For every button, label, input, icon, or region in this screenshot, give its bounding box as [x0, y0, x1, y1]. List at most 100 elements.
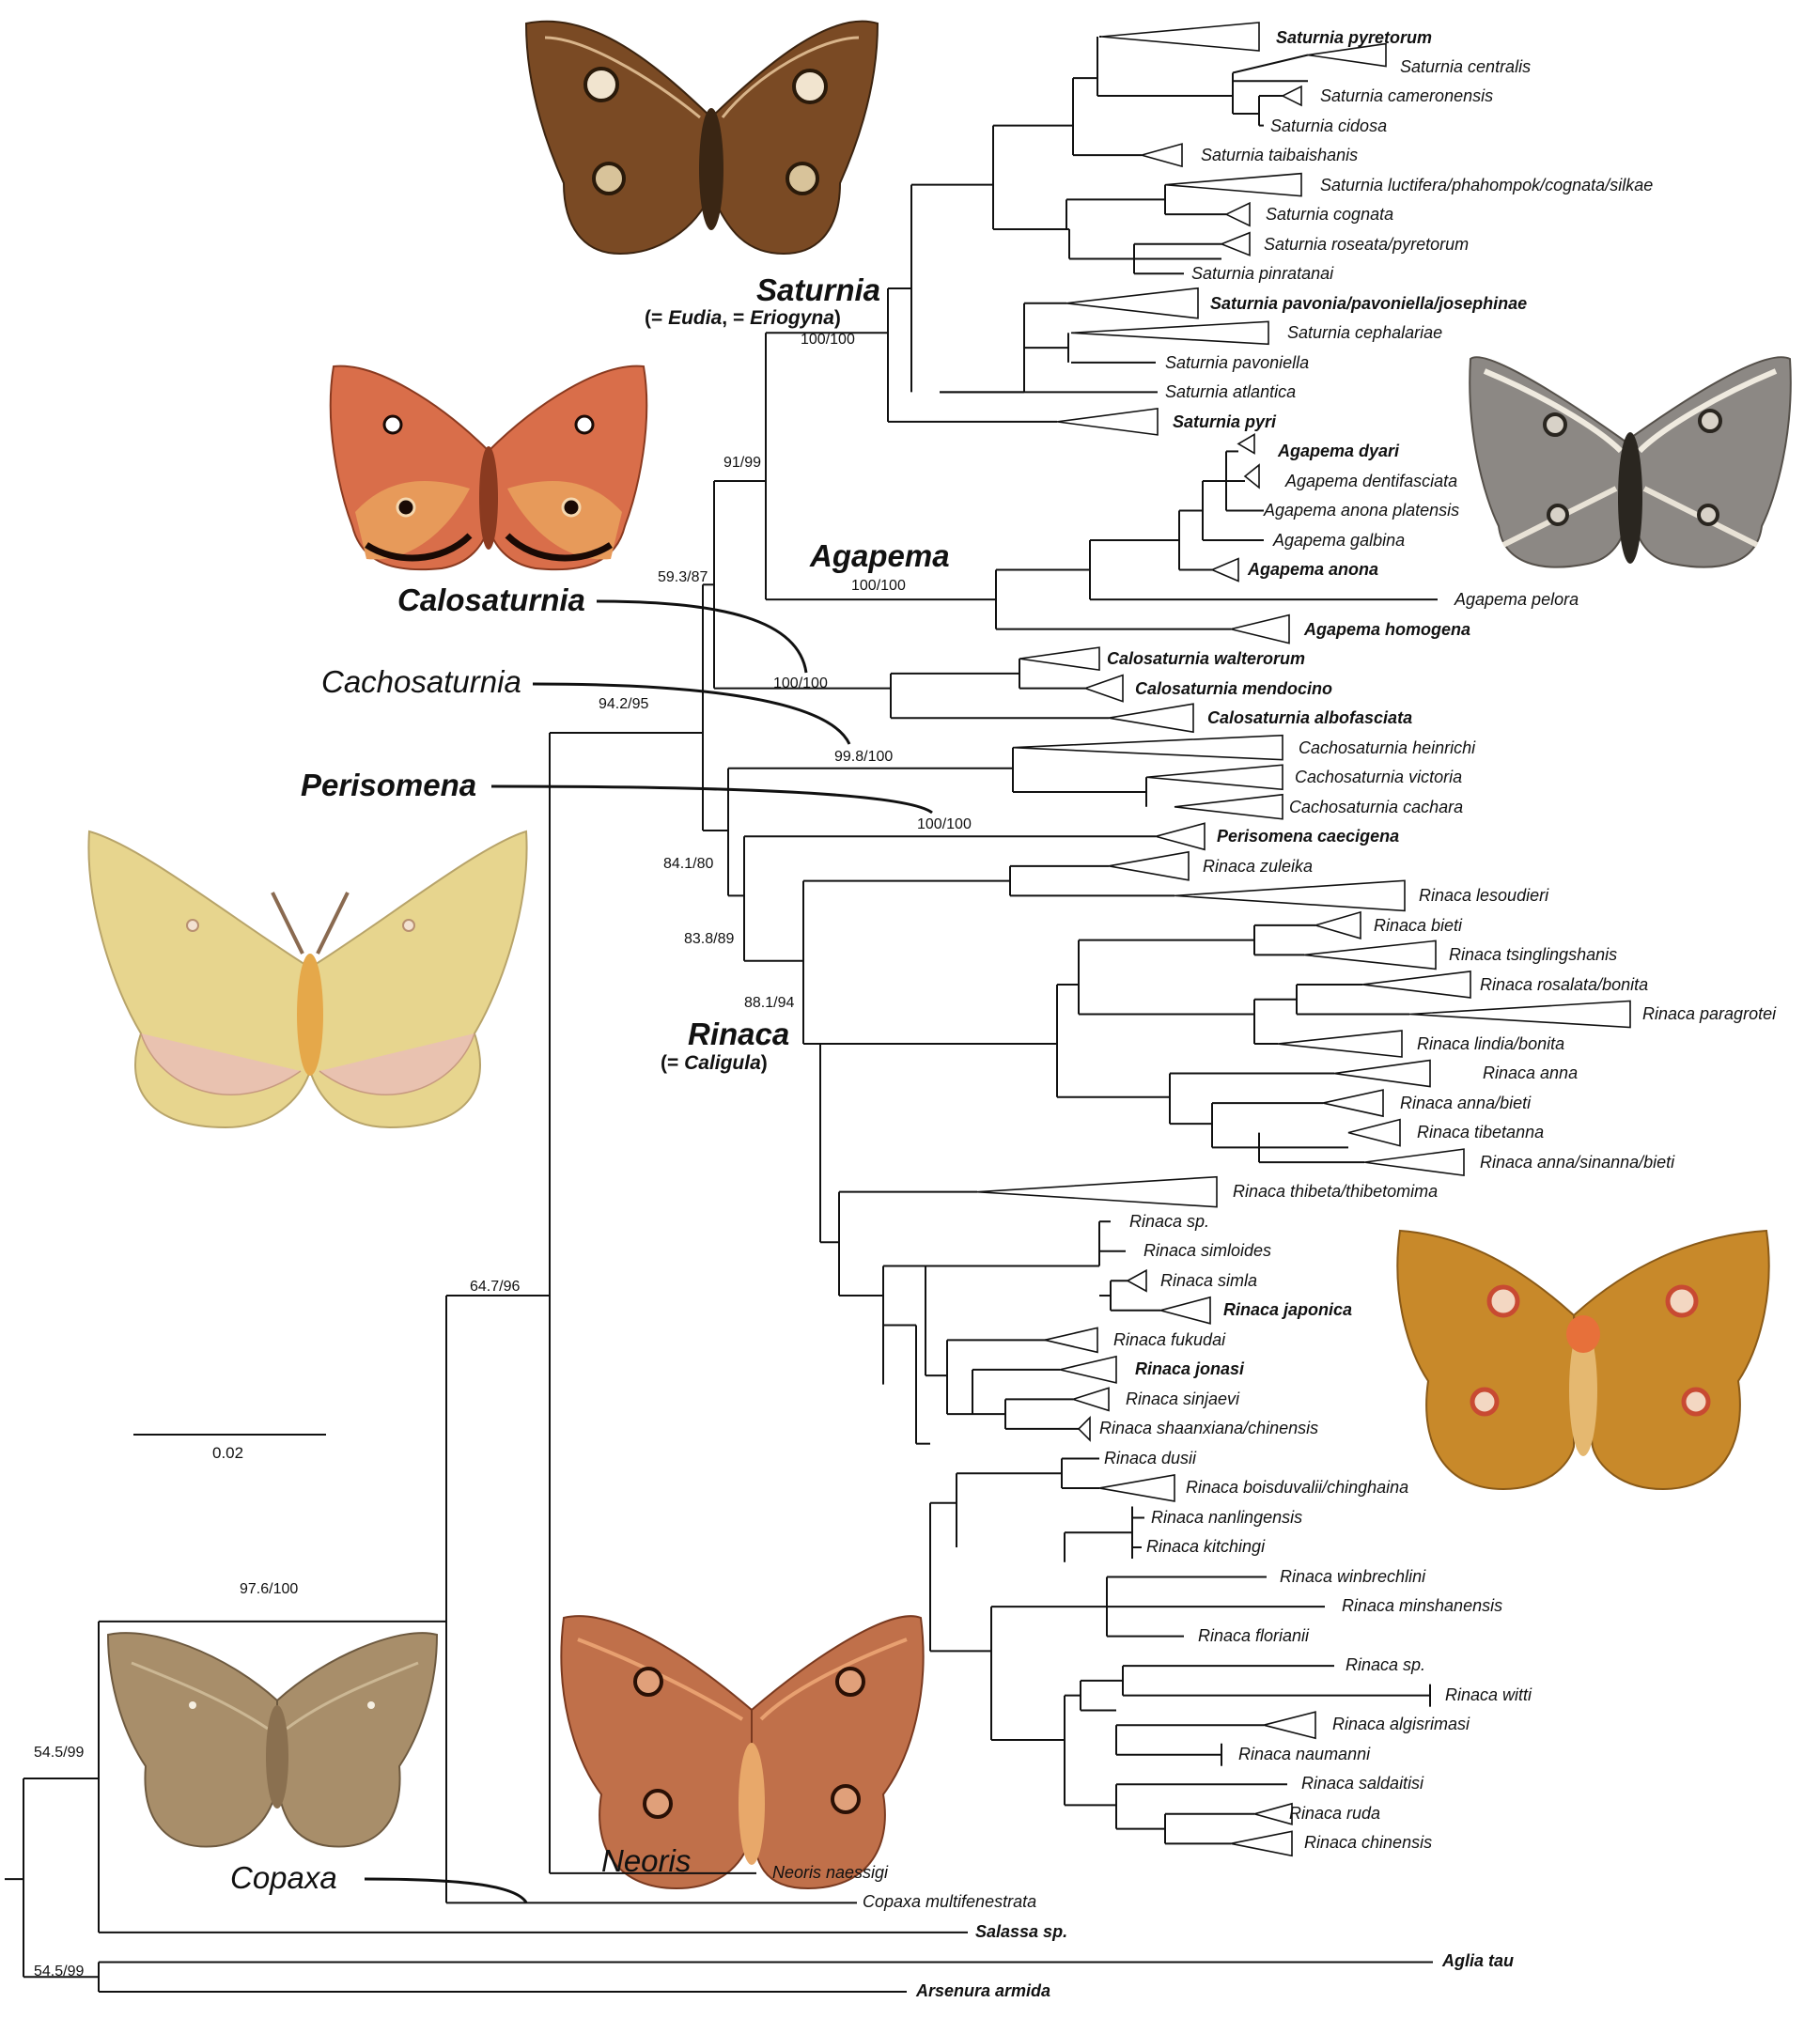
support-value: 64.7/96 — [470, 1279, 520, 1295]
collapsed-clade-triangle — [1100, 22, 1260, 52]
tip-label: Agapema homogena — [1303, 620, 1470, 639]
tip-label: Rinaca nanlingensis — [1151, 1508, 1302, 1527]
tip-label: Rinaca chinensis — [1304, 1833, 1432, 1852]
tip-label: Rinaca tsinglingshanis — [1449, 945, 1617, 964]
genus-label-saturnia: Saturnia — [756, 272, 880, 307]
tip-labels: Saturnia pyretorum Saturnia centralis Sa… — [772, 28, 1777, 2000]
tip-label: Agapema galbina — [1272, 531, 1405, 550]
collapsed-clades — [976, 22, 1631, 1857]
tip-label: Saturnia centralis — [1400, 57, 1531, 76]
tip-label: Rinaca sp. — [1129, 1212, 1209, 1231]
pointer-perisomena — [490, 784, 933, 815]
collapsed-clade-triangle — [1347, 1118, 1401, 1147]
tip-label: Agapema dentifasciata — [1284, 472, 1457, 490]
tip-label: Neoris naessigi — [772, 1863, 889, 1882]
tip-label: Rinaca paragrotei — [1642, 1004, 1777, 1023]
tip-label: Rinaca ruda — [1289, 1804, 1380, 1823]
tip-label: Rinaca boisduvalii/chinghaina — [1186, 1478, 1408, 1497]
tip-label: Saturnia pyri — [1173, 412, 1277, 431]
tip-label: Rinaca lesoudieri — [1419, 886, 1549, 905]
collapsed-clade-triangle — [1139, 143, 1183, 168]
tip-label: Rinaca fukudai — [1113, 1330, 1226, 1349]
collapsed-clade-triangle — [1281, 85, 1302, 107]
tip-label: Calosaturnia mendocino — [1135, 679, 1332, 698]
node-support-values: 100/100 91/99 100/100 59.3/87 100/100 94… — [34, 332, 972, 1980]
collapsed-clade-triangle — [1303, 939, 1437, 970]
tip-label: Calosaturnia albofasciata — [1207, 708, 1412, 727]
support-value: 100/100 — [773, 675, 828, 691]
support-value: 100/100 — [851, 578, 906, 594]
pointer-calosaturnia — [596, 599, 808, 674]
collapsed-clade-triangle — [1012, 734, 1283, 761]
genus-label-perisomena: Perisomena — [301, 768, 476, 802]
tip-label: Saturnia taibaishanis — [1201, 146, 1358, 164]
collapsed-clade-triangle — [1237, 433, 1255, 455]
collapsed-clade-triangle — [976, 1175, 1218, 1208]
tip-label: Arsenura armida — [915, 1981, 1050, 2000]
collapsed-clade-triangle — [1157, 1296, 1211, 1325]
tip-label: Cachosaturnia heinrichi — [1299, 738, 1476, 757]
support-value: 97.6/100 — [240, 1581, 298, 1597]
collapsed-clade-triangle — [1056, 407, 1159, 436]
collapsed-clade-triangle — [1333, 1059, 1431, 1088]
collapsed-clade-triangle — [1066, 287, 1199, 319]
collapsed-clade-triangle — [1108, 703, 1194, 734]
tip-label: Copaxa multifenestrata — [863, 1892, 1036, 1911]
tip-label: Rinaca rosalata/bonita — [1480, 975, 1648, 994]
tip-label: Rinaca simloides — [1143, 1241, 1271, 1260]
tip-label: Salassa sp. — [975, 1922, 1067, 1941]
tip-label: Rinaca minshanensis — [1342, 1596, 1502, 1615]
support-value: 54.5/99 — [34, 1964, 84, 1980]
collapsed-clade-triangle — [1322, 1089, 1384, 1118]
tip-label: Saturnia cidosa — [1270, 116, 1387, 135]
genus-label-cachosaturnia: Cachosaturnia — [321, 664, 521, 699]
scale-bar-label: 0.02 — [212, 1444, 243, 1462]
tip-label: Rinaca algisrimasi — [1332, 1715, 1470, 1733]
collapsed-clade-triangle — [1313, 910, 1361, 939]
genus-synonym-saturnia: (= Eudia, = Eriogyna) — [645, 307, 841, 329]
tip-label: Cachosaturnia cachara — [1289, 798, 1463, 816]
tip-label: Rinaca simla — [1160, 1271, 1257, 1290]
genus-label-agapema: Agapema — [809, 538, 950, 573]
scale-bar: 0.02 — [133, 1434, 326, 1462]
tip-label: Saturnia cameronensis — [1320, 86, 1493, 105]
moth-photo-perisomena — [87, 830, 528, 1129]
tip-label: Rinaca witti — [1445, 1685, 1532, 1704]
tip-label: Saturnia roseata/pyretorum — [1264, 235, 1469, 254]
tip-label: Rinaca thibeta/thibetomima — [1233, 1182, 1438, 1201]
genus-label-rinaca: Rinaca — [688, 1017, 789, 1051]
tip-label: Cachosaturnia victoria — [1295, 768, 1462, 786]
collapsed-clade-triangle — [1044, 1327, 1098, 1354]
genus-label-copaxa: Copaxa — [230, 1860, 337, 1895]
tip-label: Calosaturnia walterorum — [1107, 649, 1305, 668]
tip-label: Rinaca sp. — [1346, 1655, 1425, 1674]
collapsed-clade-triangle — [1098, 1474, 1175, 1502]
genus-label-neoris: Neoris — [601, 1843, 691, 1878]
tip-label: Saturnia luctifera/phahompok/cognata/sil… — [1320, 176, 1653, 194]
tip-label: Rinaca kitchingi — [1146, 1537, 1266, 1556]
collapsed-clade-triangle — [1224, 201, 1251, 227]
collapsed-clade-triangle — [1307, 42, 1387, 68]
support-value: 100/100 — [801, 332, 855, 348]
support-value: 88.1/94 — [744, 995, 794, 1011]
tip-label: Saturnia atlantica — [1165, 382, 1296, 401]
moth-photo-neoris — [560, 1615, 925, 1890]
collapsed-clade-triangle — [1174, 879, 1406, 912]
collapsed-clade-triangle — [1174, 793, 1283, 820]
genus-pointer-lines — [364, 599, 933, 1903]
support-value: 54.5/99 — [34, 1745, 84, 1761]
moth-photo-rinaca — [1396, 1229, 1770, 1491]
tip-label: Saturnia pyretorum — [1276, 28, 1432, 47]
support-value: 84.1/80 — [663, 856, 713, 872]
collapsed-clade-triangle — [1243, 463, 1260, 489]
tip-label: Rinaca anna/sinanna/bieti — [1480, 1153, 1675, 1172]
collapsed-clade-triangle — [1209, 557, 1239, 582]
tip-label: Rinaca winbrechlini — [1280, 1567, 1426, 1586]
collapsed-clade-triangle — [1108, 850, 1190, 881]
collapsed-clade-triangle — [1126, 1268, 1147, 1293]
tip-label: Rinaca florianii — [1198, 1626, 1310, 1645]
collapsed-clade-triangle — [1408, 1000, 1631, 1029]
collapsed-clade-triangle — [1070, 320, 1269, 346]
collapsed-clade-triangle — [1277, 1030, 1403, 1058]
